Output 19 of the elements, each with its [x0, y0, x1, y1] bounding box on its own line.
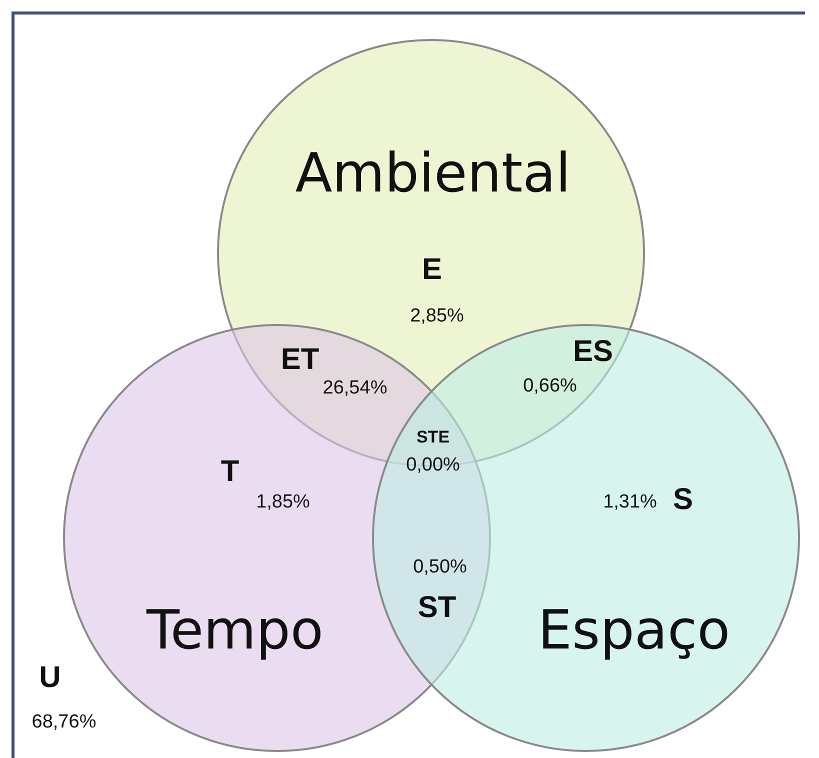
percentage-label: 1,85% [256, 492, 310, 512]
region-code: ST [418, 593, 456, 623]
set-title: Espaço [538, 598, 730, 662]
set-title: Ambiental [295, 142, 571, 204]
region-code: T [220, 457, 240, 487]
region-code: STE [416, 428, 450, 446]
percentage-label: 2,85% [410, 306, 464, 326]
region-code: E [422, 255, 442, 285]
region-code: ES [572, 337, 614, 367]
percentage-label: 0,66% [523, 376, 577, 396]
percentage-label: 1,31% [603, 492, 657, 512]
percentage-label: 26,54% [322, 378, 388, 398]
percentage-label: 0,50% [413, 558, 467, 576]
region-code: U [39, 663, 61, 693]
set-title: Tempo [146, 598, 324, 662]
percentage-label: 0,00% [406, 456, 460, 474]
region-code: ET [280, 345, 320, 375]
region-code: S [673, 485, 693, 515]
percentage-label: 68,76% [32, 712, 96, 732]
